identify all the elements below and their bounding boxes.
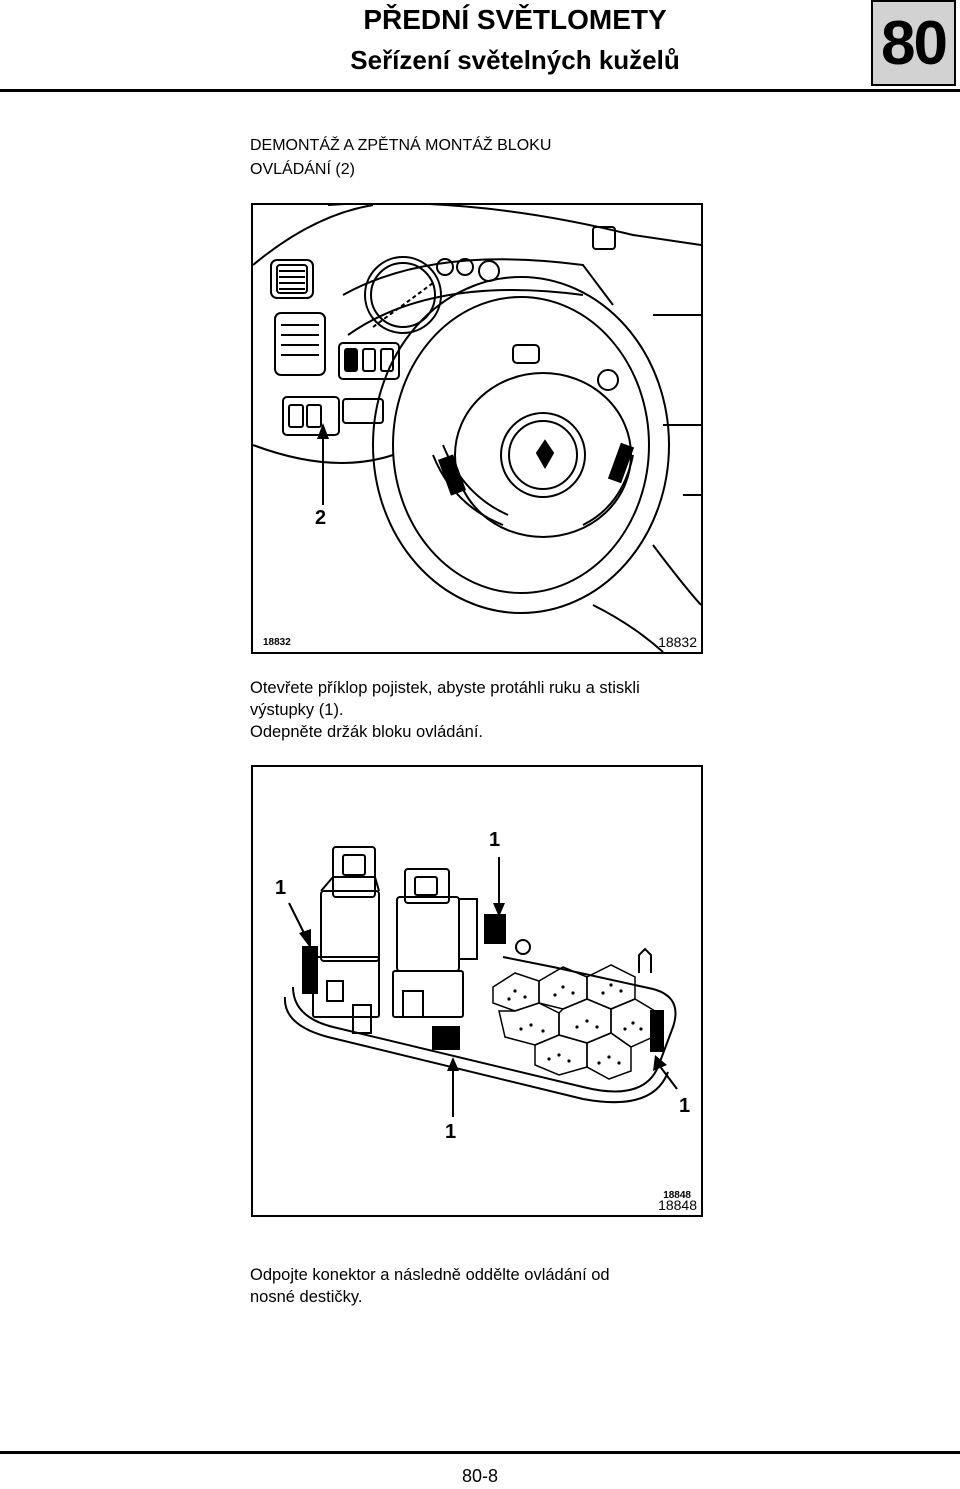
callout-1-top: 1	[489, 829, 501, 851]
page-number: 80-8	[461, 1466, 499, 1486]
instruction-line: Odepněte držák bloku ovládání.	[250, 723, 483, 741]
instruction-line: výstupky (1).	[250, 701, 344, 719]
section-heading-line2: OVLÁDÁNÍ (2)	[250, 161, 355, 178]
callout-1-right: 1	[679, 1095, 691, 1117]
figure-id-small: 18848	[663, 1190, 691, 1201]
figure-id: 18832	[658, 634, 697, 650]
instruction-line: Odpojte konektor a následně oddělte ovlá…	[250, 1266, 610, 1284]
instruction-line: Otevřete příklop pojistek, abyste protáh…	[250, 679, 640, 697]
chapter-badge: 80	[871, 0, 956, 86]
callout-1-bottom: 1	[445, 1121, 457, 1143]
section-heading: DEMONTÁŽ A ZPĚTNÁ MONTÁŽ BLOKU OVLÁDÁNÍ …	[250, 134, 710, 182]
header-divider	[0, 89, 960, 92]
footer-divider	[0, 1451, 960, 1454]
dashboard-drawing	[253, 205, 701, 652]
page-title: PŘEDNÍ SVĚTLOMETY	[363, 4, 667, 35]
instruction-paragraph: Odpojte konektor a následně oddělte ovlá…	[250, 1264, 710, 1308]
callout-2: 2	[315, 507, 327, 529]
dashboard-illustration: 2 18832 18832	[251, 203, 703, 654]
control-block-drawing	[283, 846, 678, 1117]
figure-id: 18848	[658, 1197, 697, 1213]
instruction-paragraph: Otevřete příklop pojistek, abyste protáh…	[250, 677, 710, 743]
page-subtitle: Seřízení světelných kuželů	[350, 45, 680, 75]
section-heading-line1: DEMONTÁŽ A ZPĚTNÁ MONTÁŽ BLOKU	[250, 137, 552, 154]
instruction-line: nosné destičky.	[250, 1288, 363, 1306]
control-block-illustration: 1 1 1 1 18848 18848	[251, 765, 703, 1217]
callout-1-left: 1	[275, 877, 287, 899]
figure-id-small: 18832	[263, 637, 291, 648]
